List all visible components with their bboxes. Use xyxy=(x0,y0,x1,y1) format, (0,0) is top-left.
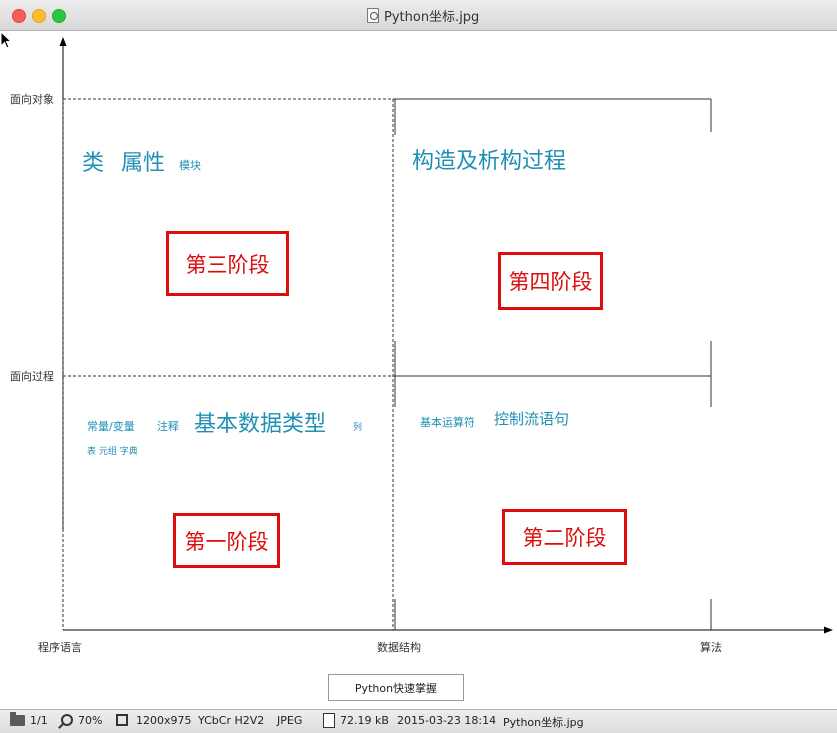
y-axis-arrow xyxy=(59,37,67,46)
file-date: 2015-03-23 18:14 xyxy=(397,714,497,727)
topic-constants-variables: 常量/变量 xyxy=(87,420,135,433)
stage-one-label: 第一阶段 xyxy=(184,529,269,554)
x-label-data-structure: 数据结构 xyxy=(377,641,421,654)
topic-basic-operators: 基本运算符 xyxy=(420,416,475,429)
y-label-procedure-oriented: 面向过程 xyxy=(10,370,54,383)
stage-three-label: 第三阶段 xyxy=(185,252,270,277)
y-label-object-oriented: 面向对象 xyxy=(10,93,54,106)
image-canvas: 面向对象 面向过程 程序语言 数据结构 算法 类 属性 模块 第三阶段 构造及析… xyxy=(0,31,837,709)
x-label-algorithm: 算法 xyxy=(700,641,722,654)
image-size-icon xyxy=(116,714,128,726)
x-axis-arrow xyxy=(824,626,833,634)
image-dimensions: 1200x975 xyxy=(136,714,192,727)
topic-class: 类 xyxy=(82,151,105,176)
file-name: Python坐标.jpg xyxy=(503,716,584,729)
document-icon xyxy=(367,8,379,23)
zoom-level: 70% xyxy=(78,714,103,727)
topic-basic-data-types: 基本数据类型 xyxy=(194,412,327,437)
folder-icon[interactable] xyxy=(10,712,25,726)
stage-two-label: 第二阶段 xyxy=(522,526,607,550)
page-count: 1/1 xyxy=(30,714,48,727)
topic-control-flow: 控制流语句 xyxy=(494,410,570,428)
mouse-cursor-icon xyxy=(0,31,13,49)
window-title: Python坐标.jpg xyxy=(384,10,480,25)
topic-module: 模块 xyxy=(179,159,201,172)
file-icon xyxy=(323,713,335,728)
stage-two-box: 第二阶段 xyxy=(502,509,627,565)
stage-three-box: 第三阶段 xyxy=(166,231,289,296)
status-bar: 1/1 70% 1200x975 YCbCr H2V2 JPEG 72.19 k… xyxy=(0,709,837,733)
close-window-button[interactable] xyxy=(12,9,26,23)
file-size: 72.19 kB xyxy=(340,714,389,727)
python-quick-master-label: Python快速掌握 xyxy=(354,681,438,695)
stage-four-label: 第四阶段 xyxy=(508,270,593,294)
quadrant-diagram xyxy=(59,37,833,634)
topic-constructor-destructor: 构造及析构过程 xyxy=(412,149,567,174)
stage-one-box: 第一阶段 xyxy=(173,513,280,568)
zoom-icon[interactable] xyxy=(61,714,73,726)
topic-list-tuple-dict: 表 元组 字典 xyxy=(87,447,138,457)
image-format: JPEG xyxy=(277,714,303,727)
topic-comments: 注释 xyxy=(157,420,179,433)
window-titlebar: Python坐标.jpg xyxy=(0,0,837,31)
minimize-window-button[interactable] xyxy=(32,9,46,23)
zoom-window-button[interactable] xyxy=(52,9,66,23)
color-model: YCbCr H2V2 xyxy=(198,714,265,727)
stage-four-box: 第四阶段 xyxy=(498,252,603,310)
x-label-language: 程序语言 xyxy=(38,641,82,654)
python-quick-master-button[interactable]: Python快速掌握 xyxy=(328,674,464,701)
topic-attribute: 属性 xyxy=(121,151,166,176)
topic-list-start: 列 xyxy=(353,423,363,433)
